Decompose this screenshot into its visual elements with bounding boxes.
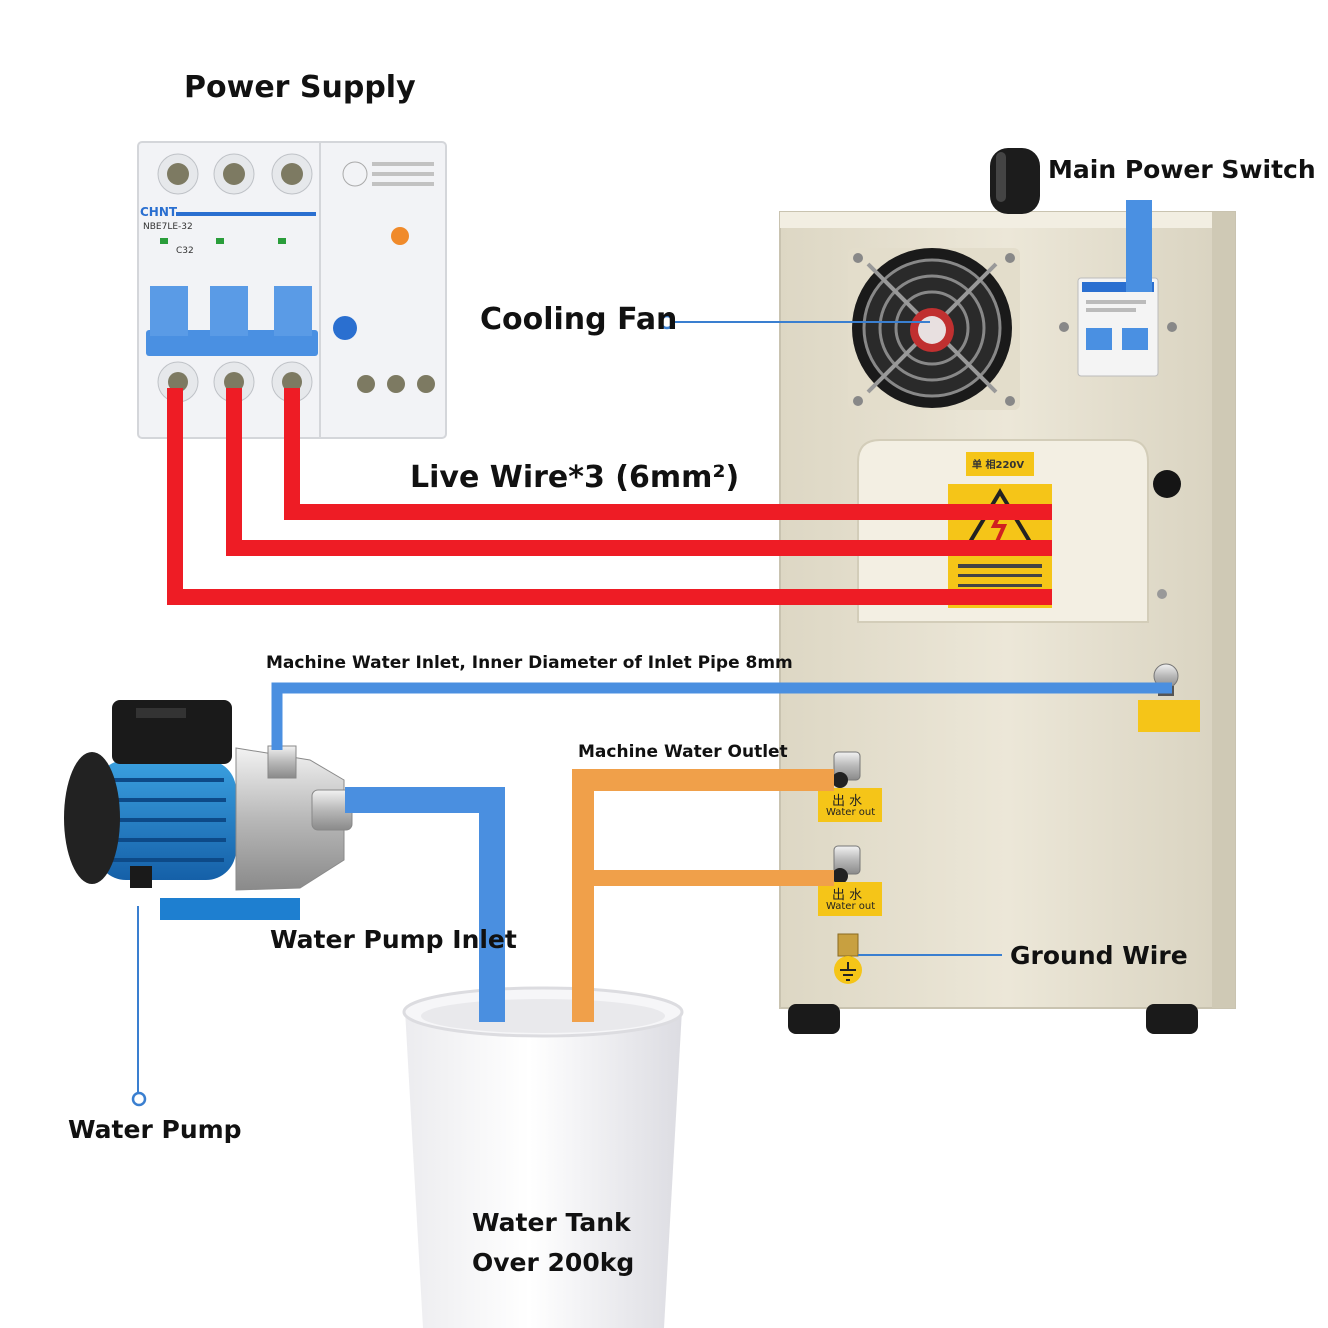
power-supply-breaker	[137, 141, 447, 439]
breaker-brand: CHNT	[140, 205, 178, 219]
water-outlet-fitting-2	[818, 845, 882, 916]
reset-button	[333, 316, 357, 340]
pump-inlet-pipe	[345, 787, 505, 1022]
water-outlet-tag-1	[818, 788, 882, 822]
test-button	[391, 227, 409, 245]
live-wire-label: Live Wire*3 (6mm²)	[410, 460, 740, 495]
cooling-fan	[848, 248, 1020, 410]
power-supply-label: Power Supply	[184, 70, 416, 105]
outlet-tag-2-cn: 出 水	[832, 888, 863, 903]
outlet-tag-2-en: Water out	[826, 901, 876, 912]
main-switch-pointer	[1126, 200, 1152, 292]
live-wire-2	[226, 388, 1052, 556]
live-wire-1	[284, 388, 1052, 520]
water-pump-label: Water Pump	[68, 1115, 242, 1144]
outlet-tag-1-cn: 出 水	[832, 794, 863, 809]
cooling-fan-label: Cooling Fan	[480, 302, 678, 337]
outlet-tag-1-en: Water out	[826, 807, 876, 818]
water-pump-leader	[131, 906, 147, 1107]
machine-outlet-pipe	[572, 769, 834, 1022]
water-tank-capacity-label: Over 200kg	[472, 1248, 635, 1277]
pump-inlet-label: Water Pump Inlet	[270, 925, 517, 954]
main-power-switch	[1059, 277, 1177, 377]
water-outlet-fitting-1	[818, 751, 882, 822]
breaker-toggle-bar	[146, 330, 318, 356]
water-tank	[402, 986, 684, 1328]
water-inlet-fitting	[1138, 663, 1200, 732]
ground-terminal	[834, 933, 862, 984]
water-inlet-label: Machine Water Inlet, Inner Diameter of I…	[266, 653, 793, 673]
machine-inlet-pipe	[271, 682, 1172, 750]
live-wire-3	[167, 388, 1052, 605]
water-outlet-label: Machine Water Outlet	[578, 742, 788, 762]
breaker-model: NBE7LE-32	[143, 222, 193, 232]
ground-wire-label: Ground Wire	[1010, 941, 1188, 970]
water-inlet-tag	[1138, 700, 1200, 732]
voltage-tag	[966, 452, 1034, 476]
main-power-switch-label: Main Power Switch	[1048, 155, 1316, 184]
water-tank-label: Water Tank	[472, 1208, 631, 1237]
indicator-knob	[1153, 470, 1181, 498]
cooling-fan-leader	[659, 314, 930, 330]
cabinet-foot-right	[1146, 1004, 1198, 1034]
cabinet-foot-left	[788, 1004, 840, 1034]
breaker-rating: C32	[176, 246, 194, 256]
water-outlet-tag-2	[818, 882, 882, 916]
voltage-tag-text: 单 相220V	[972, 460, 1025, 471]
water-pump	[64, 700, 353, 920]
